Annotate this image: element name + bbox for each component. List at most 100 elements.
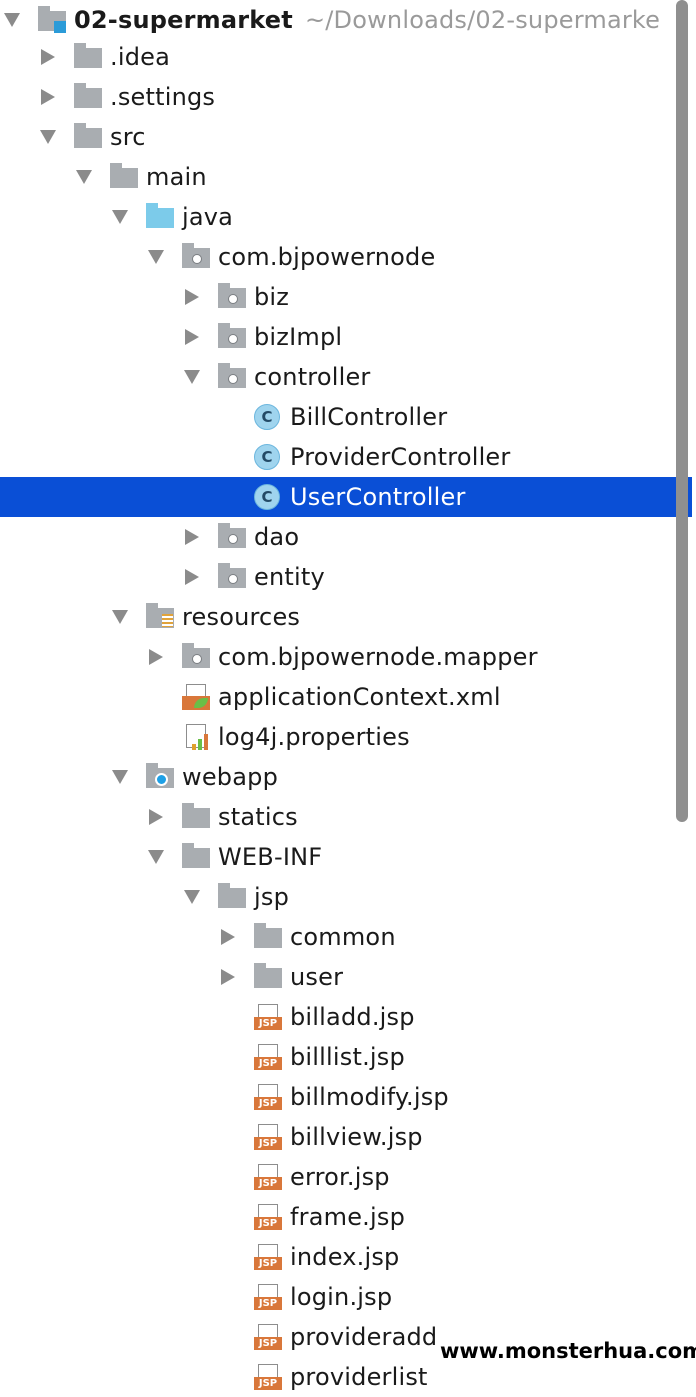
expand-arrow-icon[interactable] [146,807,166,827]
collapse-arrow-icon[interactable] [38,127,58,147]
jsp-file-icon: JSP [254,1324,282,1350]
tree-item-application-context[interactable]: applicationContext.xml [0,677,692,717]
resources-folder-icon [146,603,174,630]
package-icon [218,283,246,310]
tree-item-entity[interactable]: entity [0,557,692,597]
tree-item-log4j[interactable]: log4j.properties [0,717,692,757]
tree-item-billview-jsp[interactable]: JSP billview.jsp [0,1117,692,1157]
module-folder-icon [38,6,66,33]
tree-item-label: webapp [182,763,279,791]
tree-item-bill-controller[interactable]: C BillController [0,397,692,437]
tree-item-label: billview.jsp [290,1123,423,1151]
collapse-arrow-icon[interactable] [146,847,166,867]
web-folder-icon [146,763,174,790]
vertical-scrollbar[interactable] [676,0,688,822]
tree-item-label: billlist.jsp [290,1043,405,1071]
collapse-arrow-icon[interactable] [182,887,202,907]
tree-item-label: bizImpl [254,323,343,351]
tree-item-label: billadd.jsp [290,1003,415,1031]
tree-item-mapper-package[interactable]: com.bjpowernode.mapper [0,637,692,677]
java-class-icon: C [254,404,282,430]
spring-xml-icon [182,684,210,710]
jsp-file-icon: JSP [254,1084,282,1110]
tree-item-label: applicationContext.xml [218,683,501,711]
collapse-arrow-icon[interactable] [2,10,22,30]
tree-item-java[interactable]: java [0,197,692,237]
tree-item-idea[interactable]: .idea [0,37,692,77]
tree-item-billlist-jsp[interactable]: JSP billlist.jsp [0,1037,692,1077]
tree-item-web-inf[interactable]: WEB-INF [0,837,692,877]
folder-icon [254,923,282,950]
tree-item-label: WEB-INF [218,843,323,871]
tree-item-label: java [182,203,234,231]
tree-item-label: src [110,123,146,151]
tree-item-project-root[interactable]: 02-supermarket~/Downloads/02-supermarke [0,0,692,40]
tree-item-bizimpl[interactable]: bizImpl [0,317,692,357]
jsp-file-icon: JSP [254,1164,282,1190]
tree-item-user-controller[interactable]: C UserController [0,477,692,517]
tree-item-label: dao [254,523,300,551]
tree-item-settings[interactable]: .settings [0,77,692,117]
jsp-file-icon: JSP [254,1284,282,1310]
collapse-arrow-icon[interactable] [110,207,130,227]
collapse-arrow-icon[interactable] [182,367,202,387]
tree-item-provideradd-jsp[interactable]: JSP provideradd [0,1317,692,1357]
expand-arrow-icon[interactable] [218,967,238,987]
tree-item-index-jsp[interactable]: JSP index.jsp [0,1237,692,1277]
expand-arrow-icon[interactable] [146,647,166,667]
folder-icon [254,963,282,990]
tree-item-billadd-jsp[interactable]: JSP billadd.jsp [0,997,692,1037]
collapse-arrow-icon[interactable] [146,247,166,267]
tree-item-frame-jsp[interactable]: JSP frame.jsp [0,1197,692,1237]
tree-item-statics[interactable]: statics [0,797,692,837]
tree-item-resources[interactable]: resources [0,597,692,637]
tree-item-label: com.bjpowernode [218,243,436,271]
expand-arrow-icon[interactable] [182,327,202,347]
tree-item-biz[interactable]: biz [0,277,692,317]
tree-item-label: biz [254,283,290,311]
tree-item-label: providerlist [290,1363,428,1391]
folder-icon [218,883,246,910]
tree-item-src[interactable]: src [0,117,692,157]
tree-item-billmodify-jsp[interactable]: JSP billmodify.jsp [0,1077,692,1117]
package-icon [182,643,210,670]
collapse-arrow-icon[interactable] [74,167,94,187]
tree-item-dao[interactable]: dao [0,517,692,557]
package-icon [218,363,246,390]
tree-item-login-jsp[interactable]: JSP login.jsp [0,1277,692,1317]
expand-arrow-icon[interactable] [38,87,58,107]
package-icon [218,563,246,590]
package-icon [218,523,246,550]
tree-item-controller[interactable]: controller [0,357,692,397]
tree-item-webapp[interactable]: webapp [0,757,692,797]
expand-arrow-icon[interactable] [218,927,238,947]
tree-item-error-jsp[interactable]: JSP error.jsp [0,1157,692,1197]
tree-item-label: provideradd [290,1323,438,1351]
tree-item-jsp[interactable]: jsp [0,877,692,917]
tree-item-package-root[interactable]: com.bjpowernode [0,237,692,277]
package-icon [182,243,210,270]
jsp-file-icon: JSP [254,1004,282,1030]
expand-arrow-icon[interactable] [38,47,58,67]
tree-item-main[interactable]: main [0,157,692,197]
tree-item-label: entity [254,563,325,591]
tree-item-provider-controller[interactable]: C ProviderController [0,437,692,477]
jsp-file-icon: JSP [254,1364,282,1390]
tree-item-label: .settings [110,83,216,111]
jsp-file-icon: JSP [254,1204,282,1230]
expand-arrow-icon[interactable] [182,527,202,547]
expand-arrow-icon[interactable] [182,567,202,587]
tree-item-label: jsp [254,883,290,911]
folder-icon [182,803,210,830]
jsp-file-icon: JSP [254,1244,282,1270]
java-class-icon: C [254,484,282,510]
tree-item-label: controller [254,363,371,391]
tree-item-label: UserController [290,483,466,511]
expand-arrow-icon[interactable] [182,287,202,307]
tree-item-user[interactable]: user [0,957,692,997]
tree-item-label: login.jsp [290,1283,393,1311]
jsp-file-icon: JSP [254,1044,282,1070]
tree-item-common[interactable]: common [0,917,692,957]
collapse-arrow-icon[interactable] [110,607,130,627]
collapse-arrow-icon[interactable] [110,767,130,787]
